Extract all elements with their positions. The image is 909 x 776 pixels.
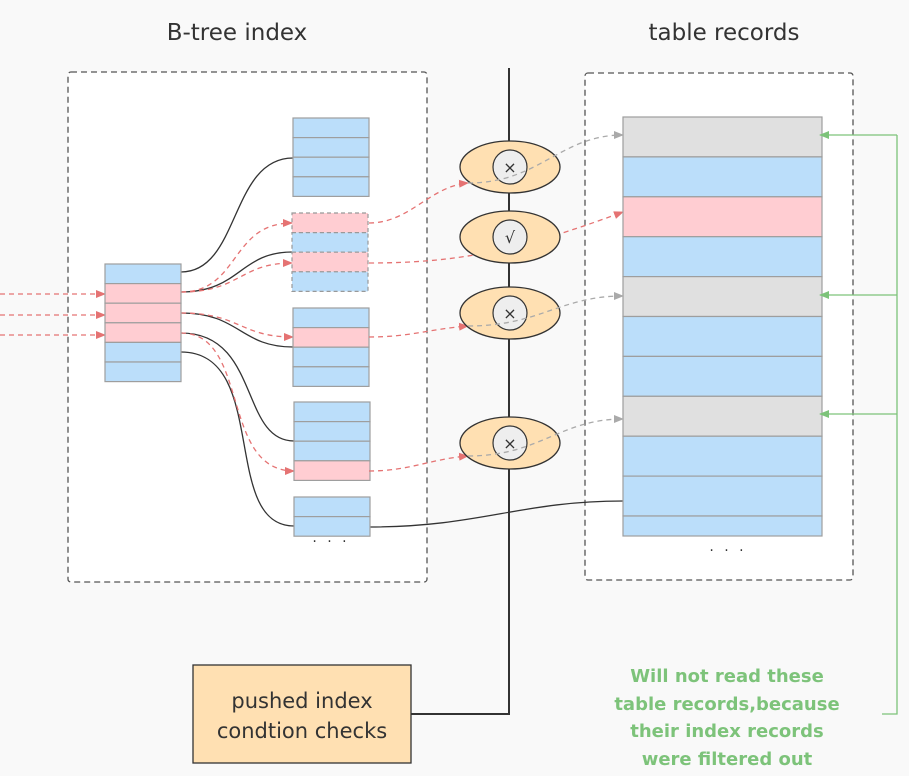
filtered-link bbox=[467, 131, 624, 184]
record-blue bbox=[291, 232, 369, 253]
table-record-blue bbox=[622, 156, 823, 198]
leaf-to-check-links bbox=[368, 179, 624, 472]
record-blue bbox=[293, 421, 371, 442]
matched-link bbox=[180, 259, 293, 293]
index-condition-check-fail: × bbox=[459, 416, 561, 470]
skip-note: Will not read these table records,becaus… bbox=[614, 666, 839, 770]
record-blue bbox=[292, 346, 370, 368]
pushed-box-rect bbox=[192, 664, 412, 764]
record-blue bbox=[293, 496, 371, 518]
check-symbol: × bbox=[503, 434, 516, 453]
tree-link bbox=[180, 157, 294, 273]
record-blue bbox=[291, 271, 369, 292]
note-line: table records,because bbox=[614, 694, 839, 715]
bracket-line bbox=[882, 135, 898, 715]
note-line: were filtered out bbox=[642, 749, 813, 770]
root-node bbox=[104, 263, 182, 383]
table-record-blue bbox=[622, 435, 823, 477]
check-symbol: × bbox=[503, 158, 516, 177]
table-record-blue bbox=[622, 355, 823, 397]
check-nodes: × √ × × bbox=[459, 140, 561, 470]
leaf-node bbox=[292, 117, 370, 198]
index-condition-check-fail: × bbox=[459, 140, 561, 194]
record-pink bbox=[292, 327, 370, 348]
pushed-box-line2: condtion checks bbox=[217, 719, 387, 743]
check-symbol: × bbox=[503, 304, 516, 323]
skipped-records-bracket bbox=[819, 131, 898, 715]
check-link bbox=[368, 452, 469, 472]
tree-links bbox=[180, 157, 624, 528]
record-blue bbox=[104, 341, 182, 363]
record-blue bbox=[104, 361, 182, 383]
check-symbol: √ bbox=[505, 228, 516, 247]
record-blue bbox=[293, 440, 371, 462]
pushed-box-line1: pushed index bbox=[231, 689, 372, 713]
tree-link bbox=[180, 332, 295, 442]
table-ellipsis: · · · bbox=[709, 543, 746, 559]
record-blue bbox=[104, 263, 182, 285]
storage-engine-line bbox=[411, 68, 510, 715]
table-rows bbox=[622, 116, 823, 537]
leaf-ellipsis: · · · bbox=[312, 534, 349, 550]
btree-index-title: B-tree index bbox=[167, 20, 308, 46]
record-pink bbox=[291, 212, 369, 234]
leaf-node bbox=[293, 401, 371, 481]
record-blue bbox=[292, 366, 370, 387]
table-record-pink bbox=[622, 196, 823, 238]
note-line: Will not read these bbox=[630, 666, 824, 687]
table-record-gray bbox=[622, 395, 823, 437]
matched-link bbox=[180, 219, 293, 293]
leaf-node bbox=[291, 212, 369, 292]
record-pink bbox=[293, 460, 371, 481]
check-to-table-links bbox=[467, 131, 624, 457]
record-blue bbox=[292, 156, 370, 178]
index-condition-check-pass: √ bbox=[459, 210, 561, 264]
table-record-blue bbox=[622, 315, 823, 358]
cross-mark-icon bbox=[492, 295, 528, 331]
tree-link bbox=[180, 351, 295, 527]
record-blue bbox=[293, 401, 371, 423]
filtered-link bbox=[467, 415, 624, 457]
pushed-index-condition-box: pushed index condtion checks bbox=[192, 664, 412, 764]
leaf-nodes bbox=[291, 117, 371, 537]
leaf-node bbox=[292, 307, 370, 387]
record-blue bbox=[292, 176, 370, 198]
table-records-title: table records bbox=[648, 20, 799, 46]
matched-path-links bbox=[180, 219, 295, 475]
record-pink bbox=[104, 302, 182, 324]
record-blue bbox=[293, 515, 371, 537]
record-blue bbox=[292, 117, 370, 139]
leaf-node bbox=[293, 496, 371, 537]
root-records bbox=[104, 263, 182, 383]
check-mark-icon bbox=[492, 219, 528, 255]
leaf-to-table-link bbox=[368, 500, 624, 528]
table-record-gray bbox=[622, 276, 823, 318]
record-blue bbox=[292, 307, 370, 329]
table-record-gray bbox=[622, 116, 823, 158]
check-link bbox=[368, 322, 469, 338]
cross-mark-icon bbox=[492, 149, 528, 185]
filtered-link bbox=[467, 292, 624, 327]
cross-mark-icon bbox=[492, 425, 528, 461]
record-pink bbox=[104, 322, 182, 343]
table-record-blue bbox=[622, 236, 823, 278]
record-blue bbox=[292, 137, 370, 158]
record-pink bbox=[291, 251, 369, 273]
index-condition-check-fail: × bbox=[459, 286, 561, 340]
matched-link bbox=[180, 312, 294, 341]
table-record-blue bbox=[622, 475, 823, 517]
note-line: their index records bbox=[630, 721, 824, 742]
record-pink bbox=[104, 283, 182, 304]
check-link bbox=[368, 179, 469, 224]
table-record-blue bbox=[622, 515, 823, 537]
